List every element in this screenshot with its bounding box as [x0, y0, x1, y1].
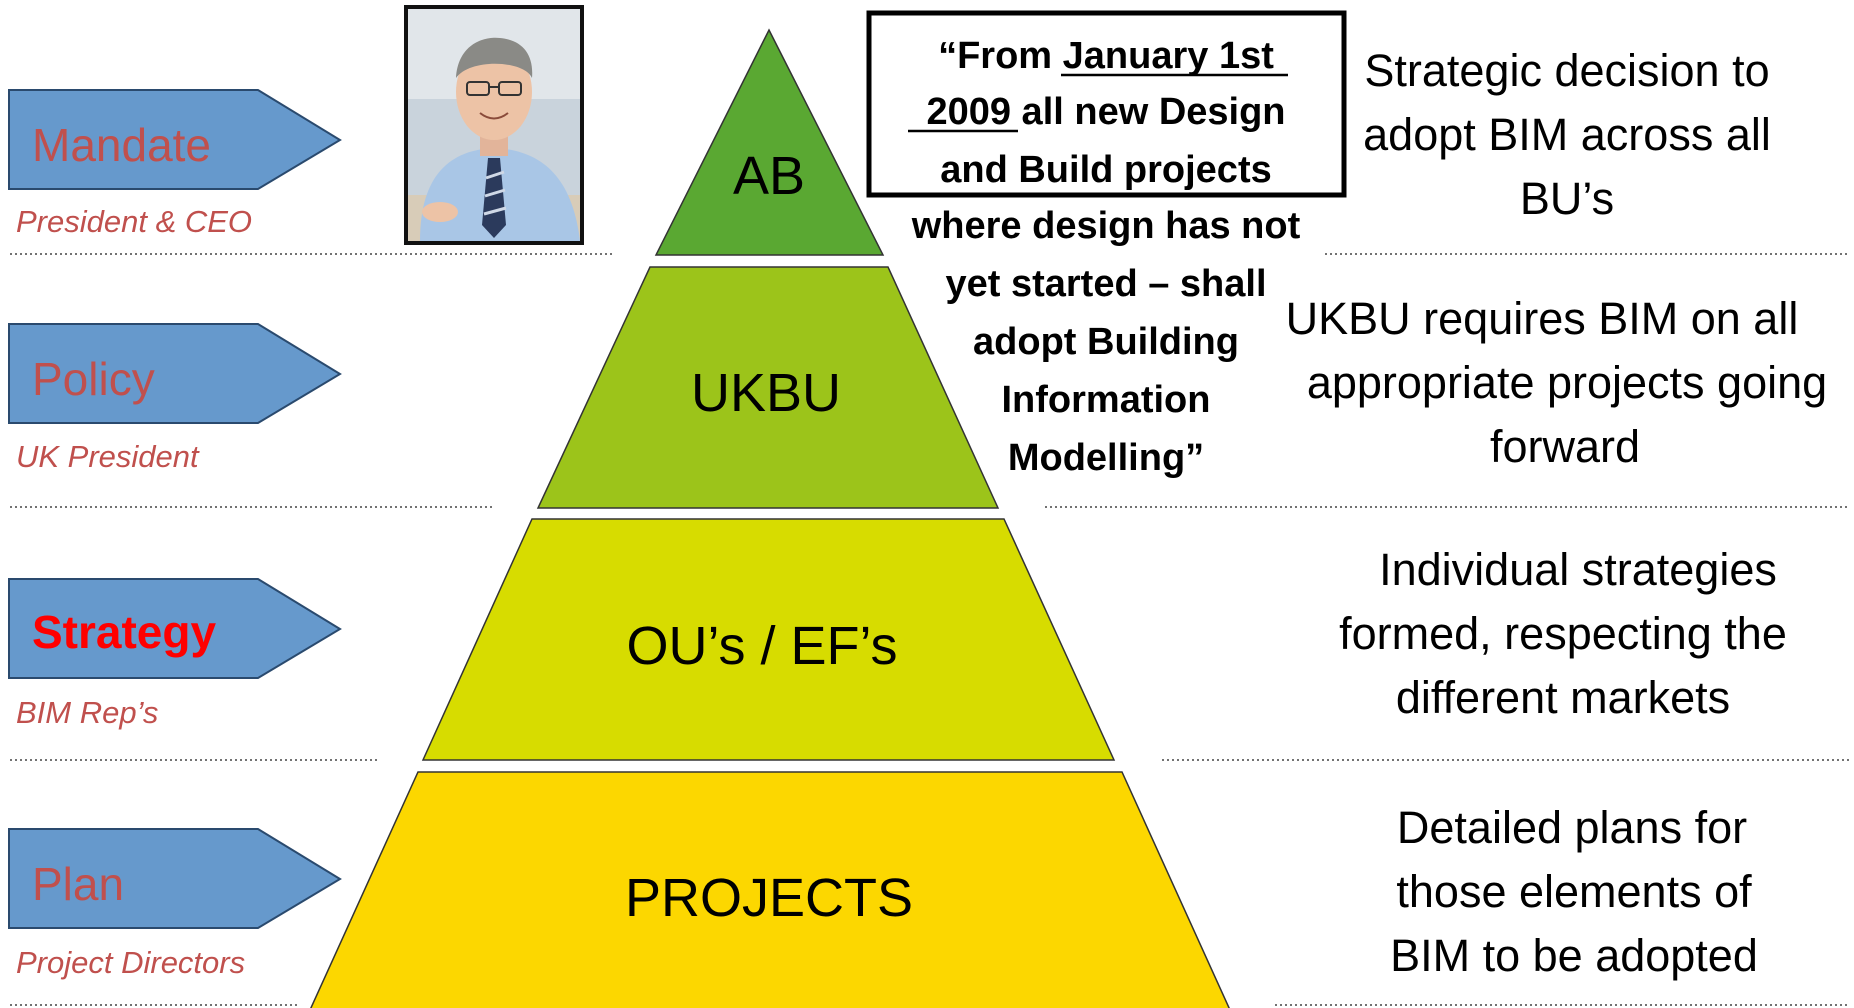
quote-line: Modelling” [1008, 437, 1204, 479]
description-line: Strategic decision to [1364, 45, 1769, 96]
level-mandate: Mandate President & CEO [8, 89, 342, 239]
plan-role: Project Directors [16, 945, 245, 980]
pyramid-tier-ab [654, 28, 885, 256]
description-policy: UKBU requires BIM on all appropriate pro… [1286, 293, 1828, 472]
description-line: UKBU requires BIM on all [1286, 293, 1799, 344]
pyramid-tier-projects [310, 771, 1230, 1008]
description-line: those elements of [1396, 866, 1752, 917]
mandate-label: Mandate [32, 119, 211, 171]
president-photo [404, 5, 584, 245]
level-policy: Policy UK President [8, 323, 342, 474]
policy-role: UK President [16, 439, 200, 474]
description-line: different markets [1396, 672, 1730, 723]
policy-label: Policy [32, 353, 155, 405]
quote-line: “From January 1st [938, 35, 1274, 77]
description-line: formed, respecting the [1339, 608, 1787, 659]
description-line: adopt BIM across all [1363, 109, 1771, 160]
quote-line: 2009 all new Design [926, 91, 1285, 133]
row-separators [10, 253, 1850, 1006]
tier-label-ous-efs: OU’s / EF’s [626, 616, 897, 676]
quote-line: Information [1002, 379, 1211, 421]
quote-line: yet started – shall [945, 263, 1266, 305]
quote-line: adopt Building [973, 321, 1239, 363]
description-plan: Detailed plans for those elements of BIM… [1390, 802, 1758, 981]
quote-line: and Build projects [940, 149, 1271, 191]
strategy-role: BIM Rep’s [16, 695, 158, 730]
description-line: appropriate projects going [1307, 357, 1827, 408]
level-plan: Plan Project Directors [8, 828, 342, 980]
description-line: BIM to be adopted [1390, 930, 1758, 981]
mandate-role: President & CEO [16, 204, 252, 239]
tier-label-ukbu: UKBU [691, 363, 841, 423]
tier-label-ab: AB [733, 146, 805, 206]
quote-box [866, 10, 1347, 198]
pyramid-tier-ous-efs [421, 518, 1116, 761]
plan-label: Plan [32, 858, 124, 910]
description-line: forward [1490, 421, 1640, 472]
description-line: BU’s [1520, 173, 1614, 224]
pyramid-tier-ukbu [536, 266, 1000, 509]
tier-label-projects: PROJECTS [625, 868, 913, 928]
mandate-arrow-shape [8, 89, 342, 190]
description-mandate: Strategic decision to adopt BIM across a… [1363, 45, 1771, 224]
description-line: Individual strategies [1379, 544, 1777, 595]
mandate-quote: “From January 1st 2009 all new Design an… [866, 10, 1347, 479]
plan-arrow-shape [8, 828, 342, 929]
pyramid: AB UKBU OU’s / EF’s PROJECTS [310, 28, 1230, 1008]
quote-line: where design has not [911, 205, 1301, 247]
description-line: Detailed plans for [1397, 802, 1747, 853]
description-strategy: Individual strategies formed, respecting… [1339, 544, 1787, 723]
strategy-arrow-shape [8, 578, 342, 679]
level-strategy: Strategy BIM Rep’s [8, 578, 342, 730]
policy-arrow-shape [8, 323, 342, 424]
strategy-label: Strategy [32, 606, 216, 658]
